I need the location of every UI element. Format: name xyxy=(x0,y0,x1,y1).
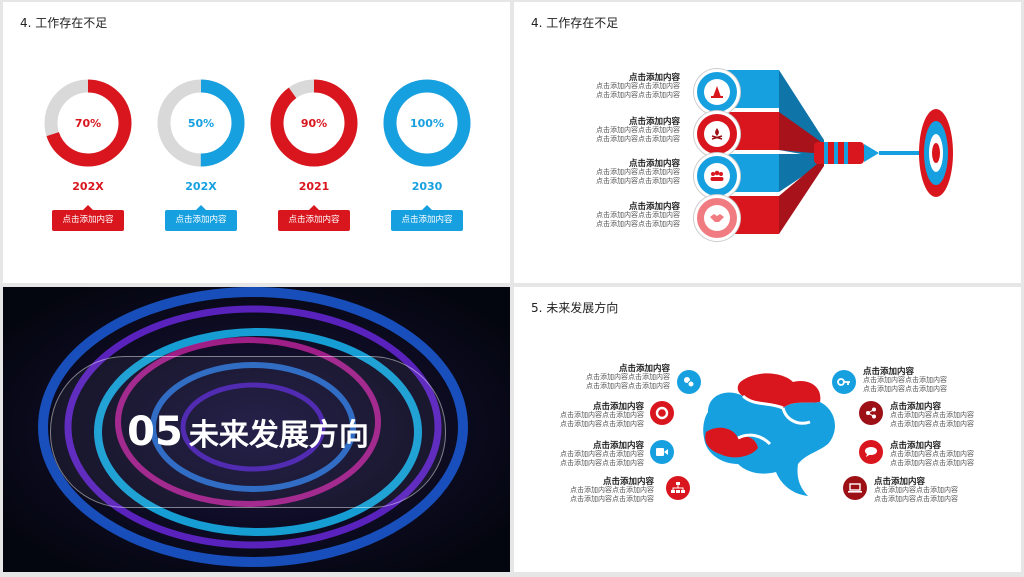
right-desc-4b: 点击添加内容点击添加内容 xyxy=(874,495,958,503)
coins-icon xyxy=(677,370,701,394)
content-tag-4[interactable]: 点击添加内容 xyxy=(391,205,463,231)
left-heading-2: 点击添加内容 xyxy=(592,402,644,412)
right-heading-2: 点击添加内容 xyxy=(890,402,942,412)
donut-percent-2: 50% xyxy=(188,117,214,130)
lifebuoy-icon xyxy=(650,401,674,425)
content-tag-3[interactable]: 点击添加内容 xyxy=(278,205,350,231)
right-desc-1a: 点击添加内容点击添加内容 xyxy=(863,376,947,384)
left-heading-3: 点击添加内容 xyxy=(592,441,644,451)
item-desc-1a: 点击添加内容点击添加内容 xyxy=(596,82,680,90)
key-icon xyxy=(832,370,856,394)
left-desc-2b: 点击添加内容点击添加内容 xyxy=(560,420,644,428)
team-icon xyxy=(694,153,740,199)
section-title-card: 05 未来发展方向 xyxy=(50,356,446,508)
right-desc-1b: 点击添加内容点击添加内容 xyxy=(863,385,947,393)
brain-graphic xyxy=(703,373,835,496)
slide-4-title: 5. 未来发展方向 xyxy=(531,301,619,315)
left-desc-1b: 点击添加内容点击添加内容 xyxy=(586,382,670,390)
item-desc-2a: 点击添加内容点击添加内容 xyxy=(596,126,680,134)
campfire-icon xyxy=(694,111,740,157)
cone-icon xyxy=(694,69,740,115)
item-heading-4: 点击添加内容 xyxy=(628,202,680,212)
handshake-icon xyxy=(694,195,740,241)
right-desc-2a: 点击添加内容点击添加内容 xyxy=(890,411,974,419)
right-heading-1: 点击添加内容 xyxy=(863,367,915,377)
item-desc-2b: 点击添加内容点击添加内容 xyxy=(596,135,680,143)
right-heading-4: 点击添加内容 xyxy=(874,477,926,487)
left-heading-1: 点击添加内容 xyxy=(618,364,670,374)
year-label-3: 2021 xyxy=(298,180,330,193)
slide-3-thumbnail[interactable]: 05 未来发展方向 xyxy=(3,287,510,572)
item-heading-3: 点击添加内容 xyxy=(628,159,680,169)
content-tag-2[interactable]: 点击添加内容 xyxy=(165,205,237,231)
section-number: 05 xyxy=(127,409,183,455)
right-desc-4a: 点击添加内容点击添加内容 xyxy=(874,486,958,494)
left-desc-1a: 点击添加内容点击添加内容 xyxy=(586,373,670,381)
slide-4-thumbnail[interactable]: 5. 未来发展方向 点击添加内容 点击添加内容点击添加内容 点击添加内容点击添加… xyxy=(514,287,1021,572)
item-desc-3b: 点击添加内容点击添加内容 xyxy=(596,177,680,185)
left-heading-4: 点击添加内容 xyxy=(602,477,654,487)
item-desc-3a: 点击添加内容点击添加内容 xyxy=(596,168,680,176)
left-desc-4a: 点击添加内容点击添加内容 xyxy=(570,486,654,494)
donut-percent-3: 90% xyxy=(301,117,327,130)
donut-percent-4: 100% xyxy=(410,117,444,130)
donut-percent-1: 70% xyxy=(75,117,101,130)
left-desc-3b: 点击添加内容点击添加内容 xyxy=(560,459,644,467)
section-title: 未来发展方向 xyxy=(188,418,369,453)
slide-2-thumbnail[interactable]: 4. 工作存在不足 点击添加内容 点击添加内容点击添加 xyxy=(514,2,1021,283)
right-desc-3a: 点击添加内容点击添加内容 xyxy=(890,450,974,458)
laptop-icon xyxy=(843,476,867,500)
donut-chart-2: 50% xyxy=(157,79,245,167)
hierarchy-icon xyxy=(666,476,690,500)
slide-1-thumbnail[interactable]: 4. 工作存在不足 70% 202X 点击添加内容 50% 202X 点击添加内… xyxy=(3,2,510,283)
share-icon xyxy=(859,401,883,425)
left-desc-4b: 点击添加内容点击添加内容 xyxy=(570,495,654,503)
item-desc-1b: 点击添加内容点击添加内容 xyxy=(596,91,680,99)
year-label-4: 2030 xyxy=(411,180,443,193)
video-icon xyxy=(650,440,674,464)
donut-chart-1: 70% xyxy=(44,79,132,167)
item-heading-2: 点击添加内容 xyxy=(628,117,680,127)
year-label-1: 202X xyxy=(72,180,104,193)
donut-chart-3: 90% xyxy=(270,79,358,167)
left-desc-3a: 点击添加内容点击添加内容 xyxy=(560,450,644,458)
right-heading-3: 点击添加内容 xyxy=(890,441,942,451)
item-desc-4b: 点击添加内容点击添加内容 xyxy=(596,220,680,228)
donut-chart-4: 100% xyxy=(383,79,471,167)
content-tag-1[interactable]: 点击添加内容 xyxy=(52,205,124,231)
right-desc-3b: 点击添加内容点击添加内容 xyxy=(890,459,974,467)
slide-1-title: 4. 工作存在不足 xyxy=(20,16,108,30)
year-label-2: 202X xyxy=(185,180,217,193)
chat-icon xyxy=(859,440,883,464)
item-desc-4a: 点击添加内容点击添加内容 xyxy=(596,211,680,219)
left-desc-2a: 点击添加内容点击添加内容 xyxy=(560,411,644,419)
slide-2-title: 4. 工作存在不足 xyxy=(531,16,619,30)
right-desc-2b: 点击添加内容点击添加内容 xyxy=(890,420,974,428)
item-heading-1: 点击添加内容 xyxy=(628,73,680,83)
